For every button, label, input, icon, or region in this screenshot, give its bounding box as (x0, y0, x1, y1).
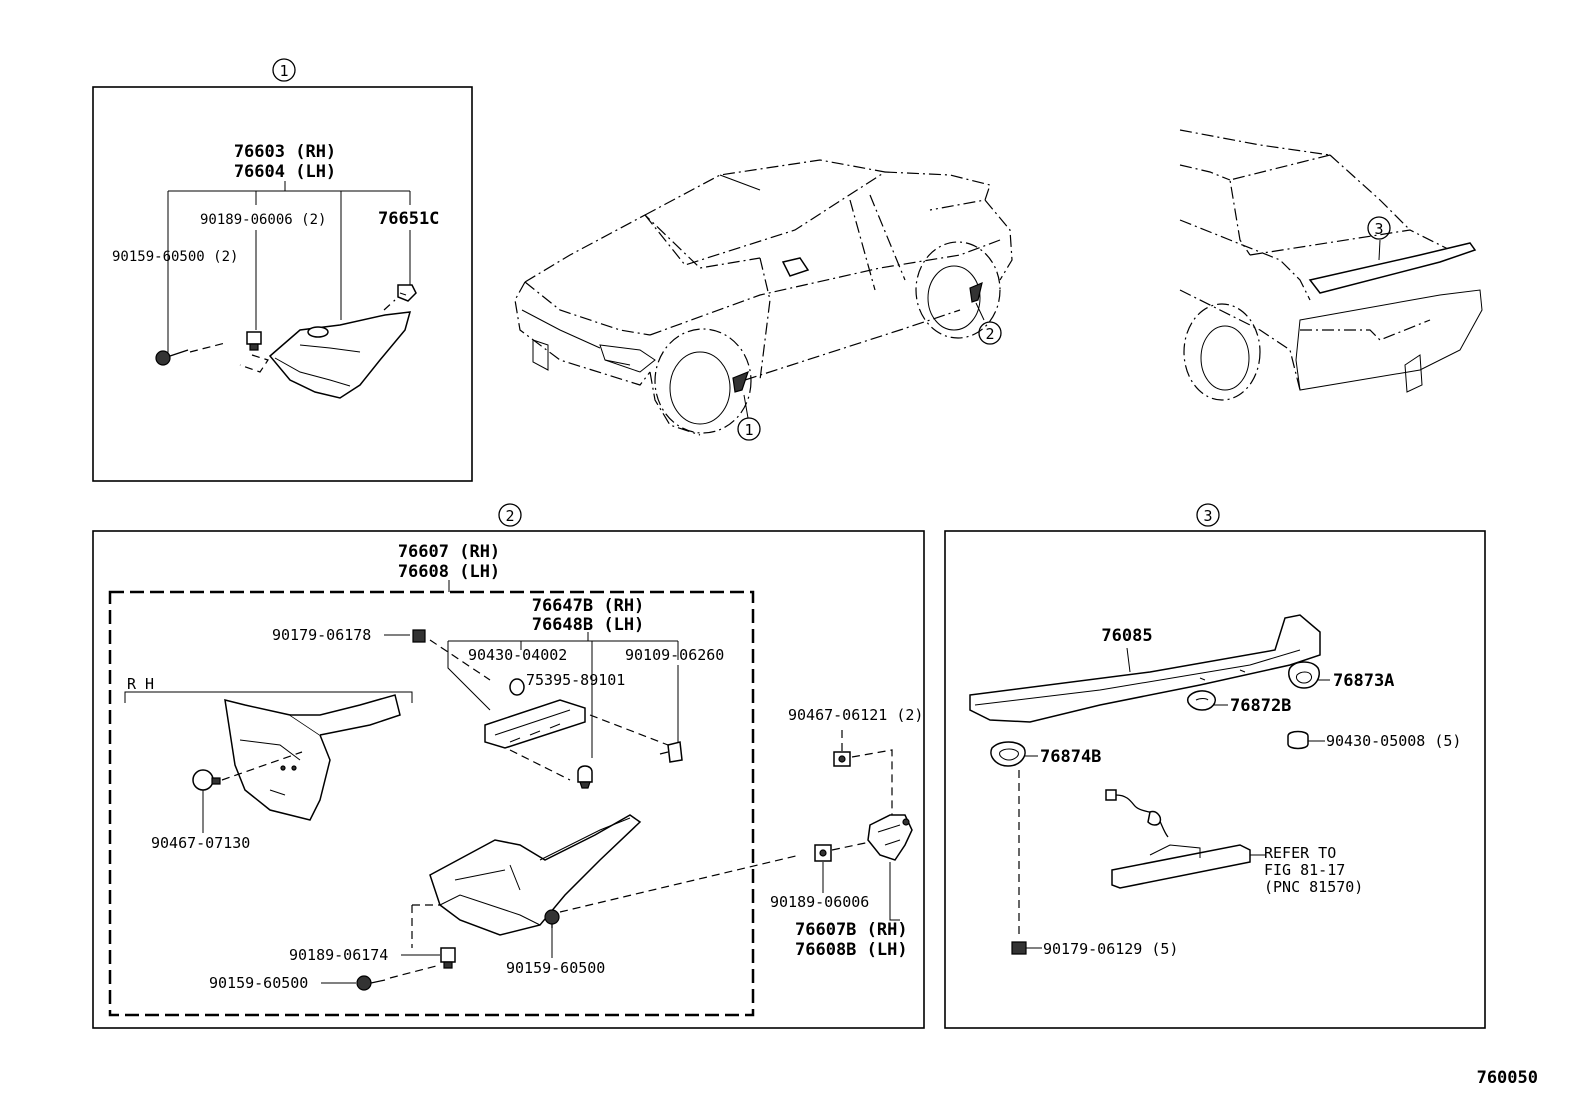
mud-flap-lh (429, 814, 642, 936)
refer-pnc-label: (PNC 81570) (1264, 878, 1363, 896)
washer-90430-04002 (509, 678, 525, 696)
part-75395-89101-label: 75395-89101 (526, 671, 625, 689)
callout-3-top-label: 3 (1203, 507, 1212, 525)
part-76873a-label: 76873A (1333, 671, 1394, 691)
part-90467-07130-label: 90467-07130 (151, 834, 250, 852)
part-76604-label: 76604 (LH) (234, 162, 336, 182)
refer-fig-label: FIG 81-17 (1264, 861, 1345, 879)
callout-3-car: 3 (1367, 216, 1391, 240)
clip-90189-06174 (440, 947, 456, 969)
stop-lamp-assembly (1105, 789, 1251, 889)
detail-3-frame (944, 530, 1486, 1029)
part-76874b-label: 76874B (1040, 747, 1101, 767)
callout-1-top: 1 (272, 58, 296, 82)
part-90159-60500-right-label: 90159-60500 (506, 959, 605, 977)
part-76085-label: 76085 (1101, 626, 1152, 646)
part-90109-06260-label: 90109-06260 (625, 646, 724, 664)
part-90179-06129-label: 90179-06129 (5) (1043, 940, 1178, 958)
part-90189-06006-d1-label: 90189-06006 (2) (200, 212, 326, 228)
part-90179-06178-label: 90179-06178 (272, 626, 371, 644)
part-90189-06174-label: 90189-06174 (289, 946, 388, 964)
part-76648b-label: 76648B (LH) (532, 615, 645, 635)
screw-90159-right (544, 909, 560, 928)
car-front-view: 1 2 (514, 159, 1013, 441)
part-76651c-label: 76651C (378, 209, 439, 229)
detail-3-panel: 3 76085 76873A 76872B 90430-05008 (5) (944, 503, 1486, 1029)
refer-to-label: REFER TO (1264, 844, 1336, 862)
rear-spoiler-76085 (969, 614, 1321, 723)
part-90467-06121-label: 90467-06121 (2) (788, 706, 923, 724)
clip-76651c (397, 284, 417, 302)
nut-90430-05008 (1287, 730, 1309, 750)
callout-2-top: 2 (498, 503, 522, 527)
part-90430-04002-label: 90430-04002 (468, 646, 567, 664)
rh-label: R H (127, 675, 154, 693)
detail-2-frame (92, 530, 925, 1029)
detail-1-panel: 1 76603 (RH) 76604 (LH) 90189-06006 (2) … (92, 58, 473, 482)
callout-2-car-label: 2 (985, 325, 994, 343)
pad-76873a (1288, 661, 1320, 689)
detail-2-panel: 2 76607 (RH) 76608 (LH) 76647B (RH) 7664… (92, 503, 925, 1029)
mud-flap-rh (224, 694, 401, 821)
callout-2-car: 2 (978, 321, 1002, 345)
part-76607b-label: 76607B (RH) (795, 920, 908, 940)
callout-2-top-label: 2 (505, 507, 514, 525)
part-76647b-label: 76647B (RH) (532, 596, 645, 616)
clip-90467-06121 (833, 751, 851, 767)
bracket-76607b (867, 814, 913, 861)
detail-1-leader-bracket (167, 181, 411, 355)
detail-1-frame (92, 86, 473, 482)
screw-90109-06260 (659, 741, 683, 763)
part-76607-label: 76607 (RH) (398, 542, 500, 562)
part-90159-60500-left-label: 90159-60500 (209, 974, 308, 992)
part-76608b-label: 76608B (LH) (795, 940, 908, 960)
nut-90179-06129 (1011, 941, 1027, 955)
callout-3-top: 3 (1196, 503, 1220, 527)
kit-group-dashed-frame (108, 590, 755, 1017)
nut-90179-06178 (412, 629, 426, 643)
mud-flap-front (268, 311, 412, 399)
part-90189-06006-d2-label: 90189-06006 (770, 893, 869, 911)
clip-75395 (577, 765, 593, 789)
screw-90159-d1 (155, 349, 189, 366)
gasket-76872b (1186, 690, 1216, 711)
bracket-76647b (484, 699, 586, 749)
part-76603-label: 76603 (RH) (234, 142, 336, 162)
part-76608-label: 76608 (LH) (398, 562, 500, 582)
clip-90189-06006-d2 (814, 844, 832, 862)
part-76872b-label: 76872B (1230, 696, 1291, 716)
clip-90189-d1 (246, 331, 262, 351)
screw-90159-left (356, 975, 386, 991)
callout-1-car: 1 (737, 417, 761, 441)
pad-76874b (990, 741, 1026, 767)
callout-1-car-label: 1 (744, 421, 753, 439)
car-rear-view: 3 (1179, 129, 1483, 401)
figure-number: 760050 (1477, 1068, 1538, 1088)
callout-1-top-label: 1 (279, 62, 288, 80)
part-90159-60500-d1-label: 90159-60500 (2) (112, 249, 238, 265)
callout-3-car-label: 3 (1374, 220, 1383, 238)
clip-90467-07130 (192, 769, 221, 791)
part-90430-05008-label: 90430-05008 (5) (1326, 732, 1461, 750)
